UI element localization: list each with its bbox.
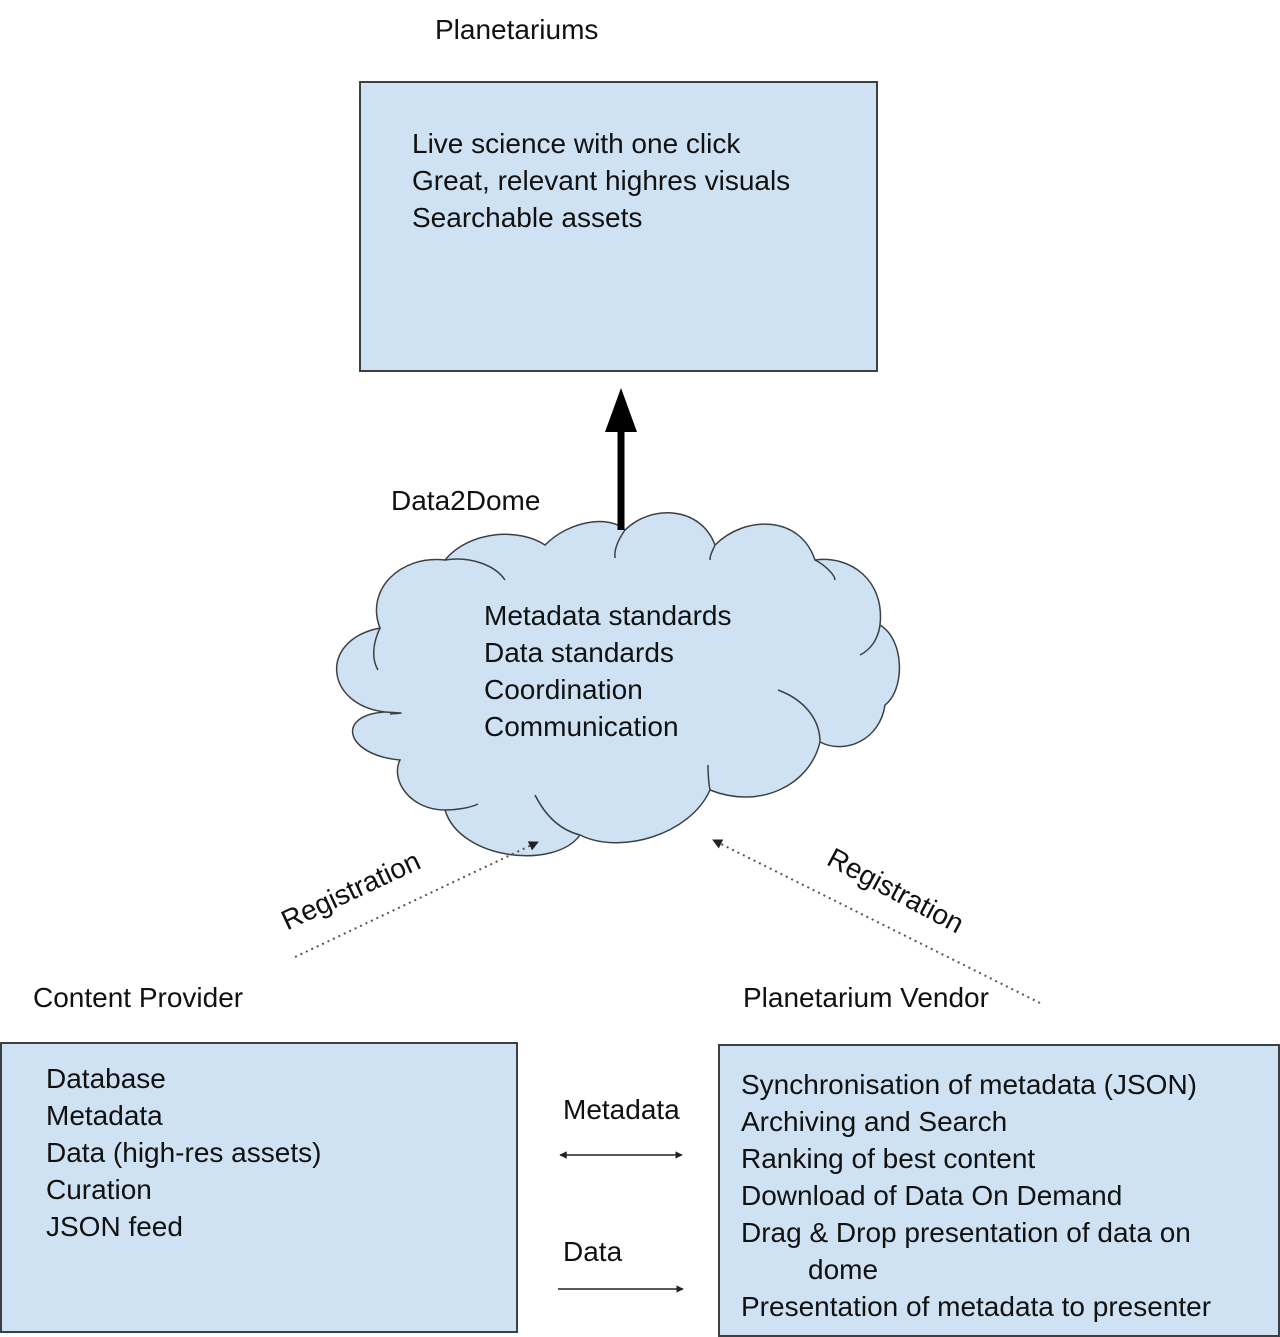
cloud-curl xyxy=(384,711,402,715)
cloud-curl xyxy=(707,764,711,791)
content-provider-item: Database xyxy=(46,1063,166,1094)
data-flow-label: Data xyxy=(563,1236,623,1267)
planetarium-vendor-item: Synchronisation of metadata (JSON) xyxy=(741,1069,1197,1100)
content-provider-list: Database Metadata Data (high-res assets)… xyxy=(46,1060,321,1245)
planetarium-vendor-item: Presentation of metadata to presenter xyxy=(741,1291,1212,1322)
planetarium-vendor-item: Download of Data On Demand xyxy=(741,1180,1123,1211)
content-provider-item: JSON feed xyxy=(46,1211,183,1242)
planetariums-box: Live science with one click Great, relev… xyxy=(359,81,878,372)
content-provider-item: Curation xyxy=(46,1174,152,1205)
content-provider-title: Content Provider xyxy=(33,982,244,1013)
data2dome-item: Metadata standards xyxy=(484,600,732,631)
metadata-flow-label: Metadata xyxy=(563,1094,680,1125)
cloud-curl xyxy=(859,624,881,656)
planetariums-title: Planetariums xyxy=(435,14,599,45)
planetarium-vendor-item: Drag & Drop presentation of data on xyxy=(741,1217,1191,1248)
registration-right-arrow xyxy=(712,839,1041,1004)
data2dome-item: Coordination xyxy=(484,674,643,705)
planetariums-list: Live science with one click Great, relev… xyxy=(412,125,790,236)
cloud-curl xyxy=(777,689,821,743)
planetarium-vendor-title: Planetarium Vendor xyxy=(743,982,989,1013)
cloud-curl xyxy=(444,803,479,811)
content-provider-item: Metadata xyxy=(46,1100,163,1131)
data2dome-item: Communication xyxy=(484,711,679,742)
cloud-curl xyxy=(444,558,506,581)
planetarium-vendor-list: Synchronisation of metadata (JSON) Archi… xyxy=(741,1066,1211,1325)
data2dome-item: Data standards xyxy=(484,637,674,668)
cloud-curl xyxy=(534,794,581,836)
planetariums-item: Live science with one click xyxy=(412,128,741,159)
planetarium-vendor-box: Synchronisation of metadata (JSON) Archi… xyxy=(718,1044,1280,1337)
content-provider-box: Database Metadata Data (high-res assets)… xyxy=(0,1042,518,1333)
content-provider-item: Data (high-res assets) xyxy=(46,1137,322,1168)
planetariums-item: Searchable assets xyxy=(412,202,643,233)
planetariums-item: Great, relevant highres visuals xyxy=(412,165,791,196)
planetarium-vendor-item-continuation: dome xyxy=(808,1254,879,1285)
cloud-curl xyxy=(373,627,381,671)
cloud-curl xyxy=(709,544,716,561)
data2dome-list: Metadata standards Data standards Coordi… xyxy=(484,597,732,745)
data2dome-title: Data2Dome xyxy=(391,485,541,516)
up-arrow-head xyxy=(605,388,637,432)
data2dome-cloud xyxy=(336,512,901,857)
planetarium-vendor-item: Ranking of best content xyxy=(741,1143,1036,1174)
cloud-curl xyxy=(814,559,836,581)
cloud-curl xyxy=(614,529,626,559)
planetarium-vendor-item: Archiving and Search xyxy=(741,1106,1008,1137)
